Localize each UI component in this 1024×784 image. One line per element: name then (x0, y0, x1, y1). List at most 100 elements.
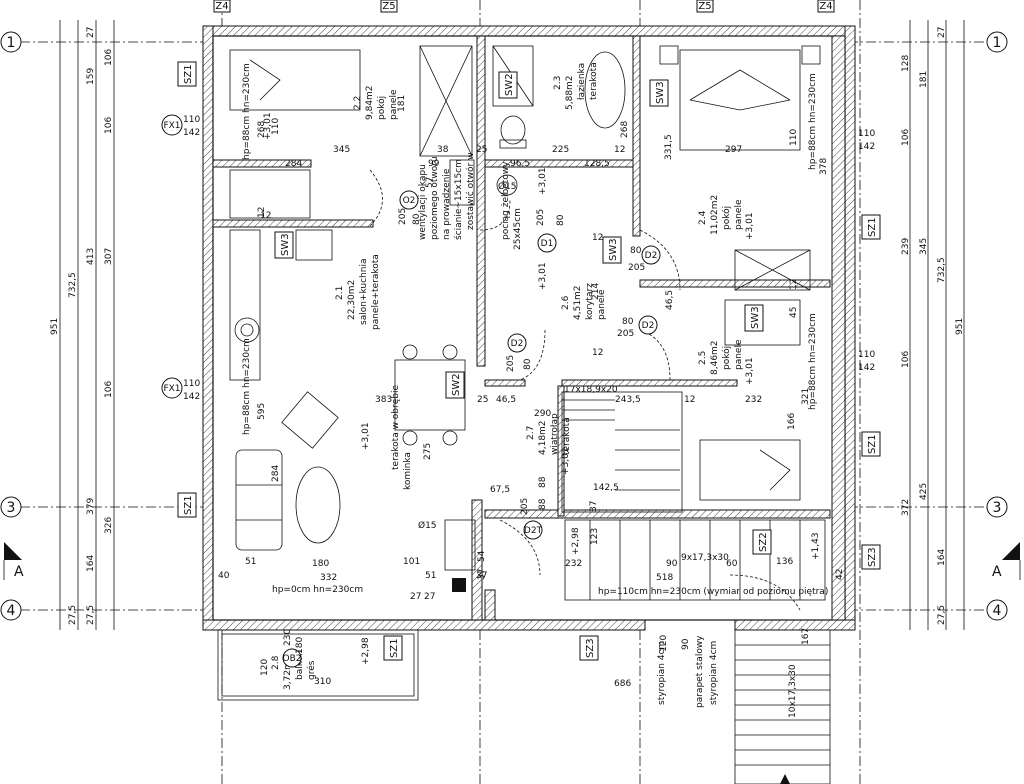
svg-text:hp=88cm hn=230cm: hp=88cm hn=230cm (242, 338, 252, 435)
svg-text:595: 595 (257, 403, 267, 420)
svg-text:123: 123 (590, 528, 600, 545)
svg-text:grés: grés (306, 660, 317, 680)
svg-text:425: 425 (919, 483, 929, 500)
svg-text:120: 120 (659, 635, 669, 652)
svg-text:290: 290 (534, 409, 551, 419)
svg-text:8,46m2: 8,46m2 (710, 340, 720, 375)
svg-text:37: 37 (589, 501, 599, 512)
svg-text:275: 275 (423, 443, 433, 460)
tag-sz2: SZ2 (758, 532, 769, 552)
tag-sw3-2: SW3 (280, 233, 291, 256)
svg-text:164: 164 (937, 549, 947, 566)
svg-text:951: 951 (955, 318, 965, 335)
svg-text:60: 60 (726, 559, 738, 569)
tag-ob2: OB2 (283, 654, 302, 664)
svg-text:284: 284 (271, 465, 281, 482)
svg-text:106: 106 (901, 129, 911, 146)
svg-text:101: 101 (403, 557, 420, 567)
svg-text:110: 110 (858, 350, 875, 360)
sofa (235, 449, 283, 551)
svg-text:205: 205 (506, 355, 516, 372)
svg-text:166: 166 (787, 413, 797, 430)
svg-text:205: 205 (398, 208, 408, 225)
svg-text:2.8: 2.8 (271, 655, 281, 670)
svg-text:2.5: 2.5 (698, 351, 708, 365)
top-tag-z5-left: Z5 (382, 1, 395, 12)
svg-text:51: 51 (425, 571, 436, 581)
svg-text:46,5: 46,5 (496, 395, 516, 405)
svg-text:terakota w obrębie: terakota w obrębie (391, 385, 401, 470)
svg-text:panele+terakota: panele+terakota (371, 254, 381, 330)
svg-text:salon+kuchnia: salon+kuchnia (359, 259, 369, 325)
top-tag-z4-left: Z4 (215, 1, 228, 12)
svg-text:167: 167 (801, 628, 811, 645)
svg-text:232: 232 (565, 559, 582, 569)
svg-text:2.3: 2.3 (553, 76, 563, 90)
svg-text:korytarz: korytarz (585, 283, 595, 320)
svg-text:hp=110cm hn=230cm (wymiar od p: hp=110cm hn=230cm (wymiar od poziomu pię… (598, 587, 828, 597)
svg-text:łazienka: łazienka (577, 63, 587, 100)
bed-room-2-4 (659, 45, 821, 151)
svg-text:205: 205 (536, 209, 546, 226)
svg-text:terakota: terakota (562, 417, 572, 455)
svg-text:panele: panele (597, 289, 607, 320)
closet-x-2 (734, 249, 811, 291)
tag-d2t: D2T (524, 526, 543, 536)
svg-text:181: 181 (397, 95, 407, 112)
svg-text:poziomego otworu: poziomego otworu (430, 156, 440, 240)
svg-text:159: 159 (86, 68, 96, 85)
svg-text:180: 180 (312, 559, 329, 569)
svg-text:214: 214 (591, 283, 601, 300)
fireplace (444, 159, 476, 592)
svg-text:styropian 4cm: styropian 4cm (657, 641, 667, 705)
top-tag-z4-right: Z4 (819, 1, 832, 12)
svg-text:142: 142 (183, 128, 200, 138)
svg-text:181: 181 (919, 71, 929, 88)
svg-text:+3,01: +3,01 (538, 262, 548, 290)
room-label-2-8: 2.8 3,72m2 balkon grés (271, 650, 317, 690)
svg-text:180: 180 (295, 637, 305, 654)
svg-text:80: 80 (523, 358, 533, 370)
svg-text:styropian 4cm: styropian 4cm (709, 641, 719, 705)
svg-text:12: 12 (257, 207, 267, 218)
svg-text:110: 110 (183, 379, 200, 389)
svg-text:wiatrołap: wiatrołap (550, 413, 560, 455)
dim-chain-right: 27 128 181 106 239 345 106 425 372 164 2… (901, 20, 965, 630)
svg-text:326: 326 (104, 517, 114, 534)
svg-text:27,5: 27,5 (937, 605, 947, 625)
svg-text:kominka: kominka (403, 452, 413, 490)
room-label-2-6: 2.6 4,51m2 korytarz panele (561, 283, 607, 320)
tag-o2: O2 (403, 196, 416, 206)
kitchen-counter (229, 169, 333, 381)
svg-text:951: 951 (50, 318, 60, 335)
svg-text:wentylacji okapu: wentylacji okapu (418, 164, 428, 240)
dim-chain-left: 27 106 159 106 413 307 106 379 164 27,5 … (50, 20, 115, 630)
svg-text:110: 110 (271, 118, 281, 135)
svg-text:205: 205 (520, 498, 530, 515)
svg-text:106: 106 (104, 381, 114, 398)
svg-text:128: 128 (901, 55, 911, 72)
svg-text:17x18,9x20: 17x18,9x20 (564, 385, 618, 395)
dining-table (394, 344, 466, 446)
svg-text:25: 25 (477, 395, 488, 405)
svg-text:22,30m2: 22,30m2 (347, 280, 357, 320)
svg-text:51: 51 (245, 557, 256, 567)
svg-text:518: 518 (656, 573, 673, 583)
room-label-2-4: 2.4 11,02m2 pokój panele (698, 195, 744, 235)
svg-text:terakota: terakota (589, 62, 599, 100)
svg-text:2.6: 2.6 (561, 295, 571, 310)
tag-sw2-2: SW2 (451, 373, 462, 396)
tag-sz1-2: SZ1 (183, 495, 194, 515)
svg-text:106: 106 (104, 117, 114, 134)
svg-text:120: 120 (260, 659, 270, 676)
svg-text:345: 345 (333, 145, 350, 155)
svg-text:110: 110 (789, 129, 799, 146)
axis-bubble-1-right: 1 (986, 31, 1008, 53)
svg-text:106: 106 (104, 49, 114, 66)
svg-text:+3,01: +3,01 (561, 447, 571, 475)
svg-text:136: 136 (776, 557, 793, 567)
svg-text:hp=88cm hn=230cm: hp=88cm hn=230cm (808, 313, 818, 410)
tag-d2-2: D2 (645, 251, 658, 261)
svg-text:12: 12 (592, 233, 603, 243)
coffee-table (295, 466, 341, 544)
